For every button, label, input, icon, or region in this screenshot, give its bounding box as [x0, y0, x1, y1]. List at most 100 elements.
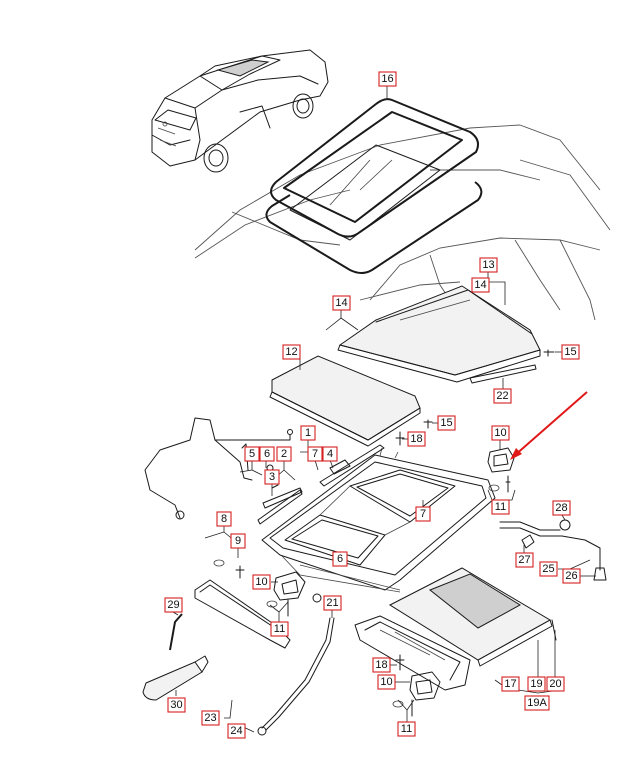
- guide-rails: [257, 444, 385, 525]
- callout-10-a: 10: [491, 425, 510, 441]
- svg-text:25: 25: [542, 563, 554, 575]
- callout-14-b: 14: [332, 295, 351, 311]
- callout-26: 26: [562, 568, 581, 584]
- svg-text:11: 11: [495, 501, 506, 513]
- callout-22: 22: [493, 388, 512, 404]
- callout-21: 21: [323, 595, 342, 611]
- callout-10-b: 10: [252, 574, 271, 590]
- svg-text:11: 11: [274, 623, 285, 635]
- callout-15-a: 15: [561, 344, 580, 360]
- front-glass-panel-part-12: [269, 355, 421, 447]
- svg-text:5: 5: [249, 448, 255, 460]
- callout-10-c: 10: [377, 674, 396, 690]
- svg-text:17: 17: [504, 678, 516, 690]
- callout-5: 5: [244, 446, 260, 462]
- svg-text:7: 7: [312, 448, 318, 460]
- callout-19A: 19A: [524, 695, 550, 711]
- svg-text:21: 21: [326, 597, 338, 609]
- cable-part-21-24: [257, 593, 335, 736]
- svg-text:6: 6: [337, 553, 343, 565]
- svg-text:4: 4: [327, 448, 333, 460]
- svg-text:6: 6: [264, 448, 270, 460]
- callout-18-b: 18: [372, 657, 391, 673]
- callout-11-a: 11: [491, 499, 510, 515]
- callout-11-b: 11: [270, 621, 289, 637]
- svg-text:30: 30: [170, 699, 182, 711]
- svg-text:13: 13: [482, 259, 494, 271]
- svg-text:2: 2: [281, 448, 287, 460]
- callout-25: 25: [539, 561, 558, 577]
- svg-text:27: 27: [518, 554, 530, 566]
- red-arrow: [510, 391, 588, 460]
- callout-19: 19: [527, 676, 546, 692]
- strip-part-22: [469, 364, 537, 384]
- callout-18-a: 18: [407, 431, 426, 447]
- svg-text:7: 7: [420, 508, 426, 520]
- callout-15-b: 15: [437, 415, 456, 431]
- svg-text:14: 14: [335, 297, 347, 309]
- svg-text:10: 10: [255, 576, 267, 588]
- grease-tube-part-30: [142, 655, 209, 701]
- callout-11-c: 11: [397, 721, 416, 737]
- callout-27: 27: [515, 552, 534, 568]
- callout-labels: 16 13 14 14 15 12 22 15 18 10 1 5 6 2 7 …: [164, 71, 581, 739]
- callout-20: 20: [546, 676, 565, 692]
- rear-glass-panel-part-13: [337, 285, 541, 383]
- svg-text:16: 16: [381, 73, 393, 85]
- motor-part-10-lower: [392, 654, 441, 717]
- svg-text:19: 19: [530, 678, 542, 690]
- motor-part-10-upper: [487, 447, 515, 493]
- svg-text:29: 29: [167, 599, 179, 611]
- callout-7-b: 7: [415, 506, 431, 522]
- callout-9: 9: [230, 533, 246, 549]
- svg-text:10: 10: [494, 427, 506, 439]
- callout-12: 12: [282, 344, 301, 360]
- svg-text:15: 15: [564, 346, 576, 358]
- svg-text:9: 9: [235, 535, 241, 547]
- frame-part-1: [261, 447, 496, 593]
- seal-part-8: [194, 559, 291, 649]
- callout-30: 30: [167, 697, 186, 713]
- callout-23: 23: [201, 710, 220, 726]
- svg-text:28: 28: [555, 502, 567, 514]
- vehicle-body-outline: [194, 124, 611, 321]
- svg-text:22: 22: [496, 390, 508, 402]
- tool-part-29: [169, 613, 183, 651]
- motor-part-10-mid: [266, 571, 306, 617]
- svg-text:14: 14: [474, 279, 486, 291]
- svg-text:8: 8: [221, 513, 227, 525]
- svg-text:24: 24: [230, 725, 242, 737]
- svg-text:20: 20: [549, 678, 561, 690]
- svg-text:18: 18: [375, 659, 387, 671]
- car-thumbnail: [151, 49, 329, 173]
- roof-seal-part-16: [265, 98, 483, 274]
- callout-3: 3: [264, 469, 280, 485]
- svg-text:15: 15: [440, 417, 452, 429]
- svg-text:18: 18: [410, 433, 422, 445]
- sunshade-part-19: [388, 567, 557, 667]
- callout-28: 28: [552, 500, 571, 516]
- callout-24: 24: [227, 723, 246, 739]
- callout-8: 8: [216, 511, 232, 527]
- callout-6-a: 6: [259, 446, 275, 462]
- callout-6-b: 6: [332, 551, 348, 567]
- callout-29: 29: [164, 597, 183, 613]
- drain-hose-part-5: [144, 417, 293, 520]
- svg-text:11: 11: [401, 723, 412, 735]
- callout-16: 16: [378, 71, 397, 87]
- svg-text:10: 10: [380, 676, 392, 688]
- svg-text:23: 23: [204, 712, 216, 724]
- svg-text:26: 26: [565, 570, 577, 582]
- callout-4: 4: [322, 446, 338, 462]
- guide-part-17: [354, 615, 471, 691]
- svg-text:12: 12: [285, 346, 297, 358]
- callout-1: 1: [300, 425, 316, 441]
- callout-13: 13: [479, 257, 498, 273]
- callout-2: 2: [276, 446, 292, 462]
- svg-text:1: 1: [305, 427, 311, 439]
- svg-text:3: 3: [269, 471, 275, 483]
- callout-7-a: 7: [307, 446, 323, 462]
- screws: [395, 349, 555, 446]
- callout-14-a: 14: [471, 277, 490, 293]
